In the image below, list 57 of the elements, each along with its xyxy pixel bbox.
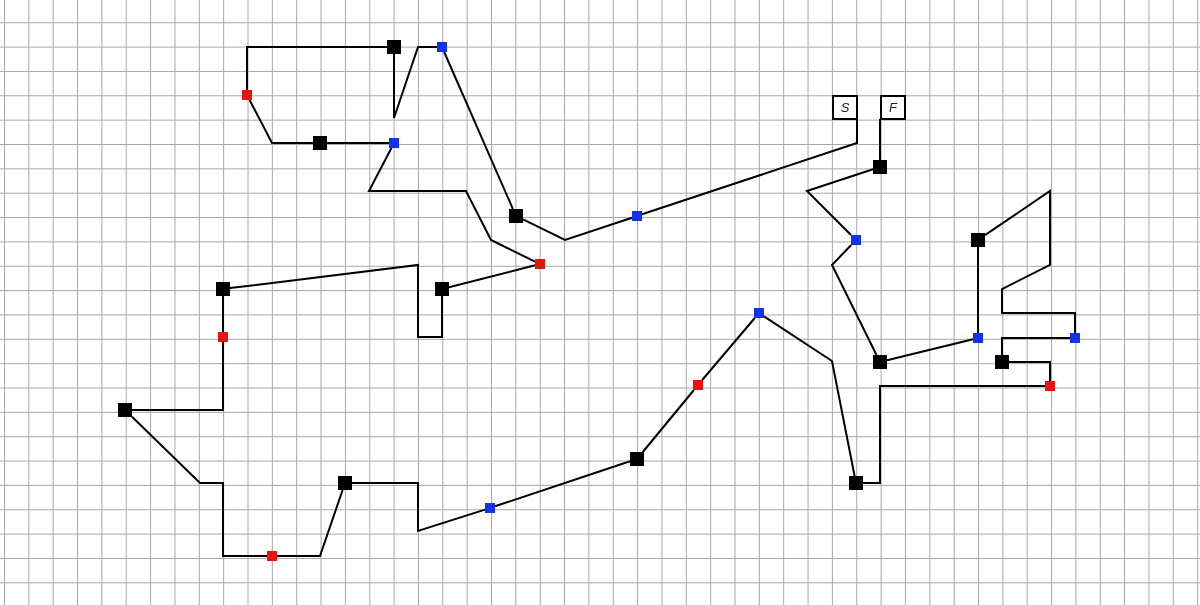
waypoint-marker (873, 355, 887, 369)
waypoint-marker (509, 209, 523, 223)
path-line (222, 295, 224, 333)
path-line (984, 189, 1076, 334)
letter-box: S (832, 94, 858, 120)
waypoint-marker (693, 380, 703, 390)
waypoint-marker (632, 211, 642, 221)
waypoint-marker (873, 160, 887, 174)
waypoint-marker (535, 259, 545, 269)
waypoint-marker (973, 333, 983, 343)
waypoint-marker (1045, 381, 1055, 391)
waypoint-marker (995, 355, 1009, 369)
waypoint-marker (387, 40, 401, 54)
waypoint-marker (435, 282, 449, 296)
path-line (246, 46, 388, 91)
path-line (443, 51, 514, 210)
waypoint-marker (118, 403, 132, 417)
path-line (131, 415, 268, 557)
path-line (641, 118, 858, 216)
waypoint-marker (216, 282, 230, 296)
path-line (1001, 337, 1071, 356)
waypoint-marker (1070, 333, 1080, 343)
waypoint-marker (267, 551, 277, 561)
path-line (448, 264, 536, 289)
waypoint-marker (754, 308, 764, 318)
waypoint-marker (851, 235, 861, 245)
path-line (393, 46, 438, 119)
path-line (879, 118, 881, 161)
waypoint-marker (389, 138, 399, 148)
path-line (351, 482, 486, 533)
path-line (977, 246, 979, 334)
path-line (862, 385, 1046, 484)
path-line (131, 341, 224, 411)
path-line (522, 216, 633, 242)
waypoint-marker (437, 42, 447, 52)
waypoint-marker (242, 90, 252, 100)
path-line (248, 99, 314, 144)
path-line (229, 263, 443, 338)
waypoint-marker (313, 136, 327, 150)
path-line (641, 389, 695, 453)
path-line (326, 142, 390, 144)
waypoint-marker (849, 476, 863, 490)
path-line (805, 168, 874, 236)
waypoint-marker (971, 233, 985, 247)
path-line (701, 317, 756, 381)
path-line (367, 147, 536, 263)
path-line (494, 460, 631, 508)
path-line (830, 244, 878, 356)
waypoint-marker (630, 452, 644, 466)
letter-box: F (880, 94, 906, 120)
waypoint-marker (485, 503, 495, 513)
path-line (763, 315, 856, 477)
waypoint-marker (338, 476, 352, 490)
path-line (886, 338, 974, 362)
path-line (1008, 361, 1051, 382)
path-line (276, 489, 344, 557)
waypoint-marker (218, 332, 228, 342)
